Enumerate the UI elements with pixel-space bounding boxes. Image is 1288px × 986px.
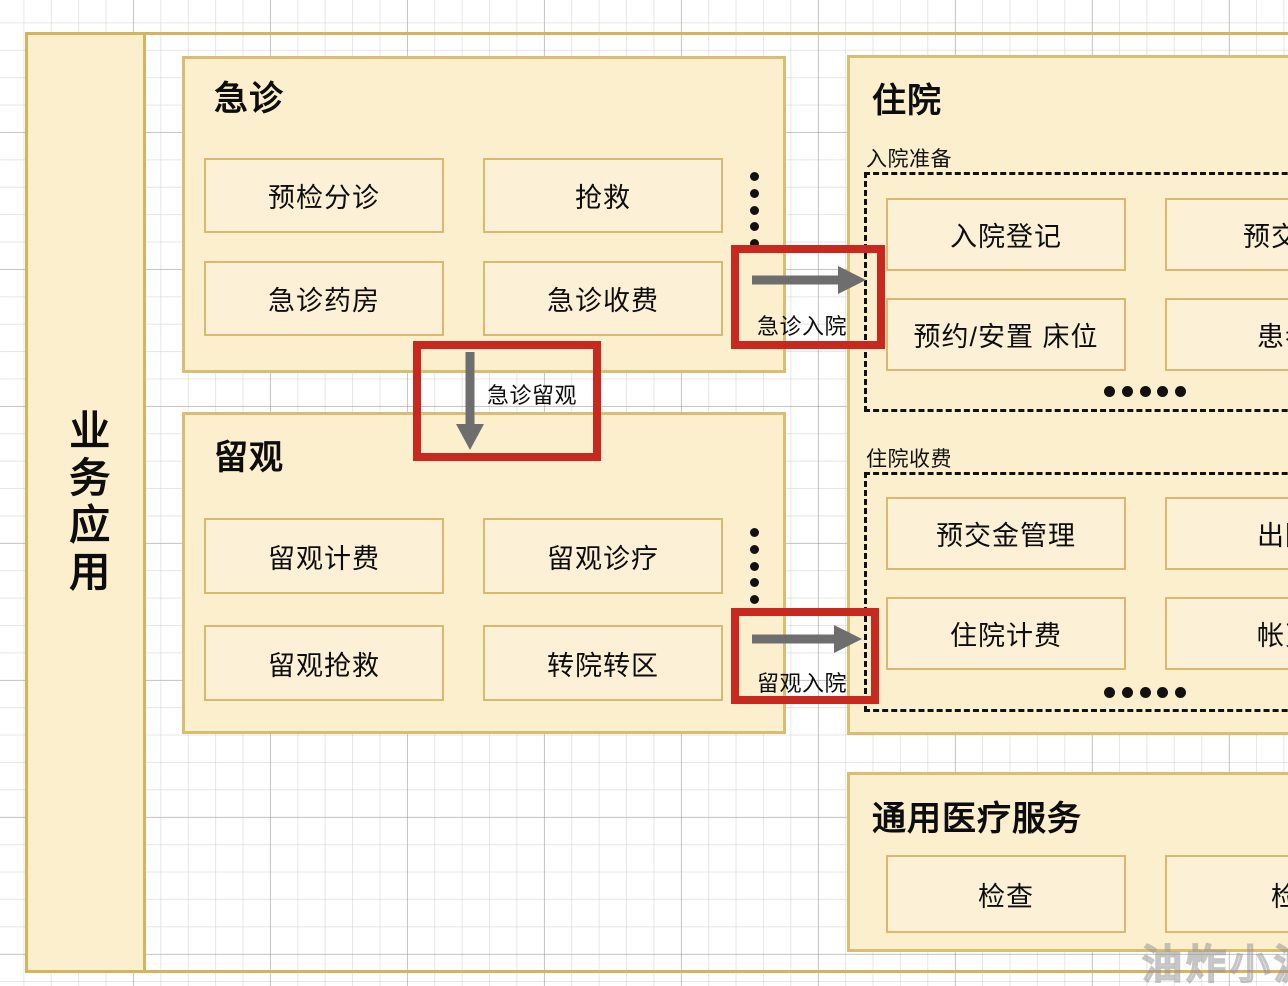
callout-emergency-to-observation-label: 急诊留观	[487, 383, 578, 408]
callout-emergency-to-inpatient[interactable]	[731, 245, 885, 349]
admission-prep-ellipsis-dots	[1104, 386, 1186, 397]
module-discharge-settlement[interactable]: 出院	[1165, 497, 1288, 570]
module-examination[interactable]: 检查	[886, 855, 1126, 933]
group-admission-prep	[864, 172, 1288, 412]
group-inpatient-billing-label: 住院收费	[866, 448, 952, 471]
module-prepayment-management[interactable]: 预交金管理	[886, 497, 1126, 570]
module-observation-rescue[interactable]: 留观抢救	[204, 625, 444, 701]
emergency-ellipsis-dots	[750, 172, 759, 248]
module-rescue[interactable]: 抢救	[483, 158, 723, 233]
panel-inpatient-title: 住院	[872, 82, 942, 120]
sidebar-business-application[interactable]: 业务应用	[25, 32, 146, 973]
module-inpatient-billing[interactable]: 住院计费	[886, 597, 1126, 670]
callout-observation-to-inpatient-label: 留观入院	[757, 671, 848, 696]
panel-observation-title: 留观	[214, 439, 284, 477]
arrow-right-icon-2	[752, 625, 862, 653]
module-transfer-ward[interactable]: 转院转区	[483, 625, 723, 701]
callout-observation-to-inpatient[interactable]	[731, 608, 879, 704]
group-inpatient-billing	[864, 472, 1288, 712]
module-prepayment[interactable]: 预交金	[1165, 198, 1288, 271]
group-admission-prep-label: 入院准备	[866, 148, 952, 171]
module-lab-test[interactable]: 检	[1165, 855, 1288, 933]
panel-emergency-title: 急诊	[214, 80, 284, 118]
module-bed-reservation[interactable]: 预约/安置 床位	[886, 298, 1126, 371]
module-observation-treatment[interactable]: 留观诊疗	[483, 518, 723, 594]
module-admission-registration[interactable]: 入院登记	[886, 198, 1126, 271]
module-emergency-pharmacy[interactable]: 急诊药房	[204, 261, 444, 336]
module-patient[interactable]: 患者	[1165, 298, 1288, 371]
module-observation-billing[interactable]: 留观计费	[204, 518, 444, 594]
inpatient-billing-ellipsis-dots	[1104, 687, 1186, 698]
callout-emergency-to-observation[interactable]	[413, 341, 601, 461]
module-pre-triage[interactable]: 预检分诊	[204, 158, 444, 233]
watermark: 油炸小波	[1141, 942, 1288, 986]
module-account-page[interactable]: 帐页	[1165, 597, 1288, 670]
sidebar-label: 业务应用	[62, 408, 109, 597]
callout-emergency-to-inpatient-label: 急诊入院	[757, 314, 848, 339]
observation-ellipsis-dots	[750, 528, 759, 604]
module-emergency-billing[interactable]: 急诊收费	[483, 261, 723, 336]
arrow-right-icon	[752, 266, 866, 294]
panel-general-medical-services-title: 通用医疗服务	[872, 800, 1082, 838]
arrow-down-icon	[456, 352, 484, 450]
